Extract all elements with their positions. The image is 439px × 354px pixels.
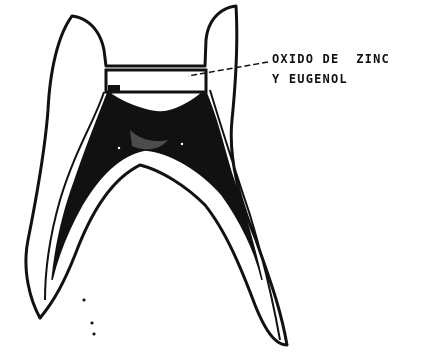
- speck: [91, 322, 94, 325]
- annotation-line-1: OXIDO DE ZINC: [272, 52, 390, 66]
- annotation-line-2: Y EUGENOL: [272, 72, 348, 86]
- cotton-pellet: [108, 85, 120, 92]
- speck: [83, 299, 86, 302]
- pulp-chamber: [52, 90, 262, 280]
- speck: [118, 147, 120, 149]
- speck: [93, 333, 96, 336]
- speck: [181, 143, 183, 145]
- zinc-oxide-filling: [106, 70, 206, 92]
- tooth-outline: [26, 6, 287, 345]
